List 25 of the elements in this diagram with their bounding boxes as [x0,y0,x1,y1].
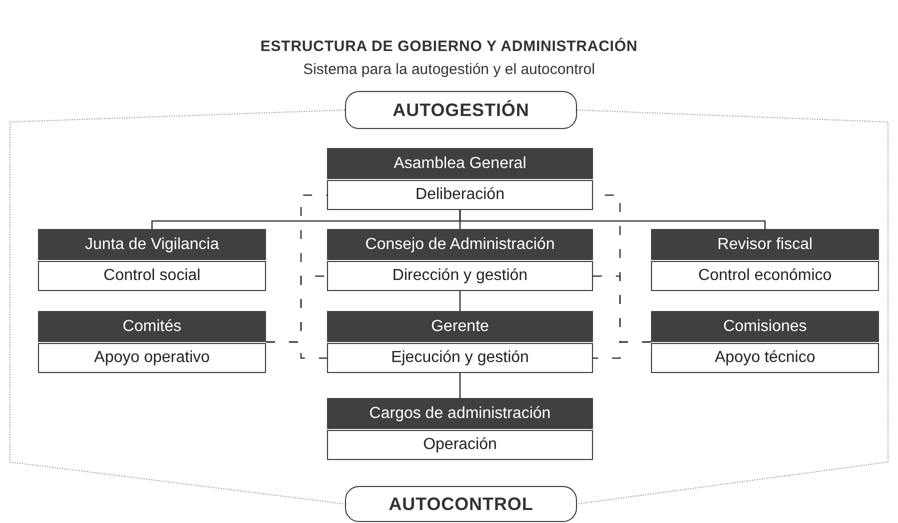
dotted-outline-line [10,110,346,504]
unit-function: Ejecución y gestión [327,343,593,373]
unit-header: Asamblea General [327,148,593,179]
dotted-outline-line [576,110,888,504]
diagram-subtitle: Sistema para la autogestión y el autocontrol [303,60,595,80]
connector-line [459,210,766,229]
connector-line [459,291,461,311]
unit-header: Junta de Vigilancia [38,229,266,260]
rounded-label: AUTOCONTROL [345,486,577,522]
unit-function: Dirección y gestión [327,261,593,291]
unit-function: Control económico [651,261,879,291]
connector-line [459,373,461,398]
unit-header: Comisiones [651,311,879,342]
unit-function: Control social [38,261,266,291]
diagram-title: ESTRUCTURA DE GOBIERNO Y ADMINISTRACIÓN [260,36,638,57]
unit-function: Apoyo técnico [651,343,879,373]
unit-header: Gerente [327,311,593,342]
unit-header: Consejo de Administración [327,229,593,260]
unit-function: Apoyo operativo [38,343,266,373]
unit-function: Operación [327,430,593,460]
unit-function: Deliberación [327,180,593,210]
unit-header: Cargos de administración [327,398,593,429]
rounded-label: AUTOGESTIÓN [345,91,577,129]
unit-header: Revisor fiscal [651,229,879,260]
unit-header: Comités [38,311,266,342]
